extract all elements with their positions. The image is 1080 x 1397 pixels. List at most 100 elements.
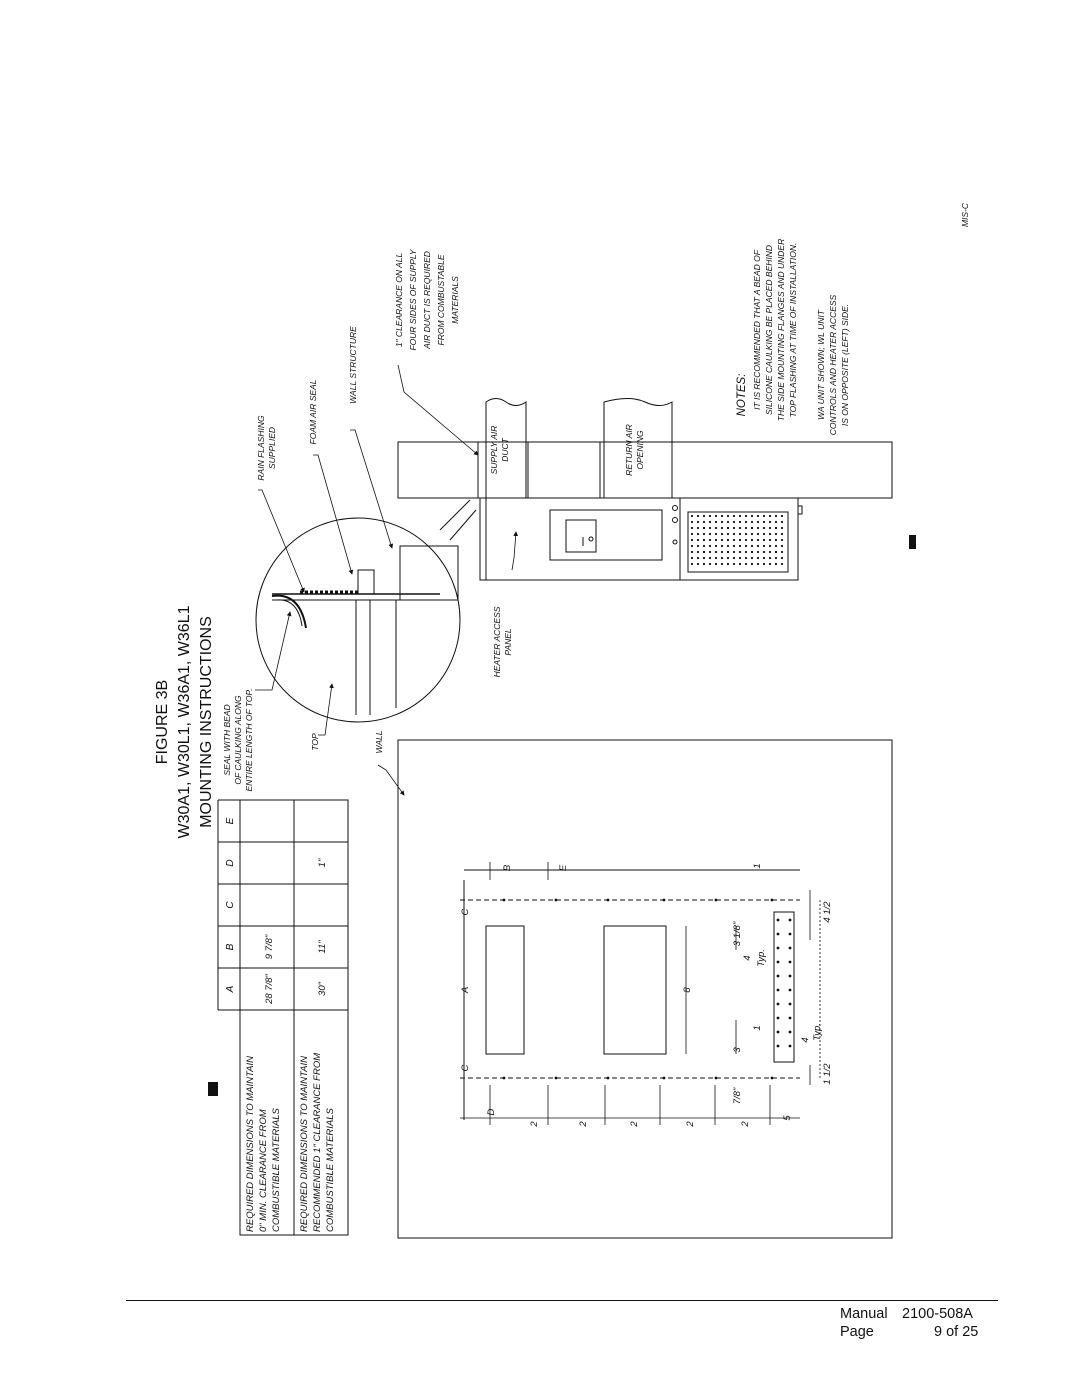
grille-hole bbox=[780, 544, 784, 548]
supply-air-duct-label-1: SUPPLY AIR bbox=[489, 426, 499, 475]
grille-hole bbox=[702, 526, 706, 530]
grille-hole bbox=[696, 562, 700, 566]
seal-label-3: ENTIRE LENGTH OF TOP. bbox=[244, 689, 254, 792]
seal-label-2: OF CAULKING ALONG bbox=[233, 695, 243, 785]
grille-hole bbox=[756, 562, 760, 566]
grille-hole bbox=[780, 526, 784, 530]
grille-hole bbox=[768, 562, 772, 566]
clearance-note-1: 1" CLEARANCE ON ALL bbox=[394, 253, 404, 348]
notes-title: NOTES: bbox=[736, 374, 748, 417]
grille-hole bbox=[708, 550, 712, 554]
grille-hole bbox=[696, 538, 700, 542]
grille-hole bbox=[774, 562, 778, 566]
grille-hole bbox=[696, 550, 700, 554]
grille-hole bbox=[780, 550, 784, 554]
dim-2-a: 2 bbox=[529, 1121, 540, 1128]
heater-access-label-1: HEATER ACCESS bbox=[492, 606, 502, 677]
grille-hole bbox=[750, 544, 754, 548]
grille-hole bbox=[720, 514, 724, 518]
grille-hole bbox=[738, 526, 742, 530]
mounting-hole bbox=[776, 960, 780, 964]
rain-flashing-label-1: RAIN FLASHING bbox=[256, 415, 266, 481]
grille-hole bbox=[690, 544, 694, 548]
mounting-hole bbox=[788, 1016, 792, 1020]
figure-label: FIGURE 3B bbox=[154, 680, 171, 764]
grille-hole bbox=[762, 544, 766, 548]
grille-hole bbox=[690, 514, 694, 518]
grille-hole bbox=[726, 538, 730, 542]
grille-hole bbox=[720, 562, 724, 566]
grille-hole bbox=[756, 550, 760, 554]
mounting-hole bbox=[776, 932, 780, 936]
dim-b: B bbox=[502, 864, 513, 871]
mounting-hole bbox=[554, 898, 558, 902]
seal-label-1: SEAL WITH BEAD bbox=[222, 704, 232, 775]
dim-c-top: C bbox=[460, 908, 471, 915]
grille-hole bbox=[756, 532, 760, 536]
mounting-hole bbox=[788, 932, 792, 936]
wall-label: WALL bbox=[374, 730, 384, 753]
dim-a: A bbox=[460, 987, 471, 994]
grille-hole bbox=[708, 544, 712, 548]
grille-hole bbox=[714, 514, 718, 518]
grille-hole bbox=[732, 562, 736, 566]
grille-hole bbox=[756, 544, 760, 548]
heater-access-label-2: PANEL bbox=[503, 628, 513, 656]
grille-hole bbox=[714, 556, 718, 560]
dimension-table bbox=[217, 799, 349, 1236]
grille-hole bbox=[726, 514, 730, 518]
grille-hole bbox=[732, 526, 736, 530]
table-row-2-label-2: RECOMMENDED 1" CLEARANCE FROM bbox=[312, 1053, 323, 1232]
grille-hole bbox=[738, 556, 742, 560]
grille-hole bbox=[696, 520, 700, 524]
grille-hole bbox=[756, 556, 760, 560]
grille-hole bbox=[696, 532, 700, 536]
mounting-hole bbox=[788, 960, 792, 964]
grille-hole bbox=[744, 532, 748, 536]
mounting-hole bbox=[776, 946, 780, 950]
grille-hole bbox=[744, 550, 748, 554]
grille-hole bbox=[768, 556, 772, 560]
note1-line1: IT IS RECOMMENDED THAT A BEAD OF bbox=[752, 249, 762, 410]
grille-hole bbox=[768, 538, 772, 542]
grille-hole bbox=[702, 520, 706, 524]
mounting-hole bbox=[788, 988, 792, 992]
grille-hole bbox=[738, 538, 742, 542]
wall-view-labels: C A C D B E 8 2 2 2 2 2 5 3 1/8" 7/8" 3 … bbox=[460, 863, 833, 1127]
mounting-hole bbox=[788, 1002, 792, 1006]
clearance-note-4: FROM COMBUSTABLE bbox=[436, 254, 446, 345]
dim-4-1-2-top: 4 1/2 bbox=[822, 901, 833, 923]
mounting-hole bbox=[776, 1016, 780, 1020]
grille-hole bbox=[696, 556, 700, 560]
grille-hole bbox=[750, 532, 754, 536]
table-col-b: B bbox=[225, 943, 236, 950]
table-row-1: REQUIRED DIMENSIONS TO MAINTAIN 0" MIN. … bbox=[245, 934, 282, 1232]
table-row-1-label-2: 0" MIN. CLEARANCE FROM bbox=[258, 1109, 269, 1232]
table-row-2-label-3: COMBUSTIBLE MATERIALS bbox=[325, 1107, 336, 1232]
grille-hole bbox=[738, 520, 742, 524]
grille-hole bbox=[708, 562, 712, 566]
wall-dimension-lines bbox=[460, 862, 821, 1125]
grille-hole bbox=[780, 538, 784, 542]
grille-hole bbox=[774, 544, 778, 548]
grille-hole bbox=[732, 520, 736, 524]
grille-pattern bbox=[690, 514, 784, 566]
grille-hole bbox=[774, 520, 778, 524]
grille-hole bbox=[780, 556, 784, 560]
grille-hole bbox=[780, 532, 784, 536]
grille-hole bbox=[744, 538, 748, 542]
grille-hole bbox=[768, 526, 772, 530]
top-label: TOP bbox=[310, 733, 320, 751]
grille-hole bbox=[750, 526, 754, 530]
return-air-label-2: OPENING bbox=[635, 430, 645, 470]
marker-glyph-2 bbox=[208, 1082, 218, 1096]
note2-line3: IS ON OPPOSITE (LEFT) SIDE. bbox=[840, 304, 850, 426]
dim-2-b: 2 bbox=[578, 1121, 589, 1128]
grille-hole bbox=[726, 532, 730, 536]
mounting-hole bbox=[788, 974, 792, 978]
grille-hole bbox=[690, 538, 694, 542]
marker-glyph bbox=[909, 535, 916, 549]
grille-hole bbox=[714, 526, 718, 530]
mounting-hole bbox=[776, 1002, 780, 1006]
